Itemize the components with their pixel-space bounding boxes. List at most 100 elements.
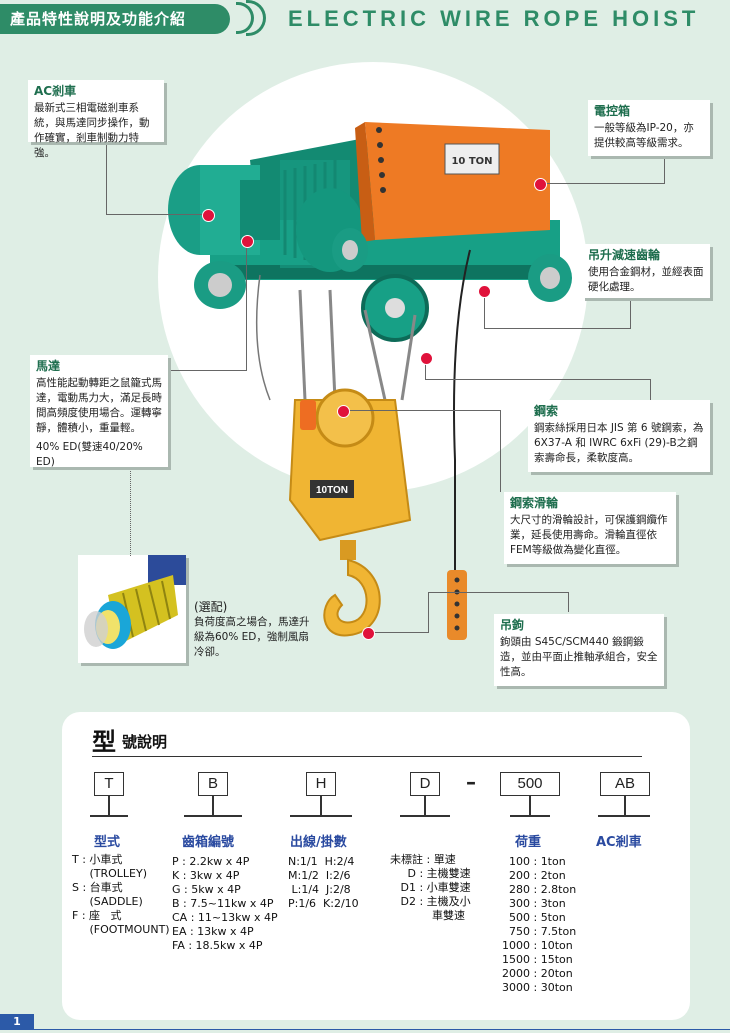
header-tab <box>0 4 230 34</box>
nameplate-text: 10 TON <box>451 156 492 167</box>
bracket-line <box>598 815 650 817</box>
connector-line <box>106 214 206 215</box>
connector-line <box>428 592 429 633</box>
connector-line <box>664 155 665 183</box>
connector-line <box>428 592 568 593</box>
callout-title: 吊升減速齒輪 <box>588 248 661 262</box>
option-image-frame <box>78 555 186 663</box>
bracket-line <box>290 815 352 817</box>
connector-line <box>484 328 630 329</box>
bracket-line <box>212 796 214 816</box>
connector-line <box>650 379 651 401</box>
model-col-list: P : 2.2kw x 4P K : 3kw x 4P G : 5kw x 4P… <box>172 855 278 952</box>
connector-line <box>630 296 631 329</box>
trolley-wheels <box>194 228 572 309</box>
callout-title: 鋼索滑輪 <box>510 496 559 510</box>
pendant-cable <box>453 249 471 570</box>
header-arc <box>246 0 266 36</box>
model-dash: – <box>466 770 476 794</box>
marker-dot <box>362 627 375 640</box>
page-number: 1 <box>0 1014 34 1030</box>
model-code-box: B <box>198 772 228 796</box>
footer-line <box>34 1029 730 1030</box>
marker-dot <box>420 352 433 365</box>
connector-line <box>425 357 426 379</box>
callout-ac-brake: AC剎車 最新式三相電磁剎車系統，與馬達同步操作，動作確實，剎車制動力特強。 <box>28 80 164 159</box>
wire-ropes <box>298 289 417 401</box>
model-col-head: 荷重 <box>515 835 542 850</box>
page-title: 產品特性說明及功能介紹 <box>10 10 187 28</box>
model-col-list: N:1/1 H:2/4 M:1/2 I:2/6 L:1/4 J:2/8 P:1/… <box>288 855 359 910</box>
bracket-line <box>529 796 531 816</box>
marker-dot <box>478 285 491 298</box>
hook-block-plate-text: 10TON <box>316 485 348 496</box>
callout-title: AC剎車 <box>34 84 77 98</box>
bracket-line <box>424 796 426 816</box>
model-code-box: H <box>306 772 336 796</box>
connector-line <box>484 290 485 328</box>
marker-dot <box>534 178 547 191</box>
callout-title: 馬達 <box>36 359 61 373</box>
callout-body: 高性能起動轉距之鼠籠式馬達，電動馬力大，滿足長時間高頻度使用場合。運轉寧靜，體積… <box>36 377 162 434</box>
nameplate <box>444 143 500 175</box>
connector-line <box>568 592 569 612</box>
callout-motor: 馬達 高性能起動轉距之鼠籠式馬達，電動馬力大，滿足長時間高頻度使用場合。運轉寧靜… <box>30 355 168 468</box>
callout-body: 一般等級為IP-20，亦提供較高等級需求。 <box>594 122 694 149</box>
callout-title: (選配) <box>194 600 228 614</box>
model-col-head: 型式 <box>94 835 121 850</box>
english-title: ELECTRIC WIRE ROPE HOIST <box>288 6 700 31</box>
marker-dot <box>241 235 254 248</box>
callout-hook: 吊鉤 鉤頭由 S45C/SCM440 鍛鋼鍛造，並由平面止推軸承組合，安全性高。 <box>494 614 664 686</box>
marker-dot <box>337 405 350 418</box>
callout-reduction-gear: 吊升減速齒輪 使用合金鋼材，並經表面硬化處理。 <box>582 244 710 298</box>
model-title-big: 型 <box>92 728 116 756</box>
bracket-line <box>624 796 626 816</box>
callout-rope-sheave: 鋼索滑輪 大尺寸的滑輪設計，可保護鋼纜作業，延長使用壽命。滑輪直徑依FEM等級做… <box>504 492 676 564</box>
callout-body: 鉤頭由 S45C/SCM440 鍛鋼鍛造，並由平面止推軸承組合，安全性高。 <box>500 636 658 678</box>
model-col-head: 齒箱編號 <box>182 835 235 850</box>
callout-body: 最新式三相電磁剎車系統，與馬達同步操作，動作確實，剎車制動力特強。 <box>34 102 150 159</box>
callout-title: 鋼索 <box>534 404 559 418</box>
connector-line <box>246 240 247 370</box>
connector-line <box>342 410 500 411</box>
model-col-list: 未標註 : 單速 D : 主機雙速 D1 : 小車雙速 D2 : 主機及小 車雙… <box>390 853 471 922</box>
bracket-line <box>184 815 242 817</box>
model-col-head: AC剎車 <box>596 835 642 850</box>
model-col-list: 100 : 1ton 200 : 2ton 280 : 2.8ton 300 :… <box>502 855 577 994</box>
bracket-line <box>90 815 128 817</box>
callout-body: 大尺寸的滑輪設計，可保護鋼纜作業，延長使用壽命。滑輪直徑依FEM等級做為變化直徑… <box>510 514 668 556</box>
connector-line <box>425 379 650 380</box>
option-motor-illustration <box>84 555 186 649</box>
limit-switch <box>300 400 316 430</box>
marker-dot <box>202 209 215 222</box>
callout-title: 電控箱 <box>594 104 631 118</box>
hook-block-plate <box>310 480 354 498</box>
model-col-head: 出線/掛數 <box>290 835 347 850</box>
callout-control-box: 電控箱 一般等級為IP-20，亦提供較高等級需求。 <box>588 100 710 156</box>
bracket-line <box>108 796 110 816</box>
callout-body: 使用合金鋼材，並經表面硬化處理。 <box>588 266 704 293</box>
callout-wire-rope: 鋼索 鋼索絲採用日本 JIS 第 6 號鋼索，為 6X37-A 和 IWRC 6… <box>528 400 710 472</box>
connector-line <box>106 140 107 215</box>
connector-line <box>500 410 501 492</box>
bracket-line <box>510 815 550 817</box>
hoist-illustration: 10 TON 10TON <box>168 122 572 640</box>
model-title: 號說明 <box>122 733 168 751</box>
bracket-line <box>400 815 450 817</box>
hook <box>323 558 381 637</box>
model-col-list: T : 小車式 (TROLLEY) S : 台車式 (SADDLE) F : 座… <box>72 853 170 936</box>
callout-body: 負荷度高之場合，馬達升級為60% ED，強制風扇冷卻。 <box>194 616 310 658</box>
connector-line <box>368 632 428 633</box>
connector-line <box>540 183 665 184</box>
model-title-rule <box>92 756 642 757</box>
connector-line <box>168 370 247 371</box>
callout-title: 吊鉤 <box>500 618 525 632</box>
callout-note: 40% ED(雙速40/20% ED) <box>36 441 143 468</box>
callout-option: (選配) 負荷度高之場合，馬達升級為60% ED，強制風扇冷卻。 <box>194 600 310 660</box>
bracket-line <box>320 796 322 816</box>
model-code-box: 500 <box>500 772 560 796</box>
model-code-box: T <box>94 772 124 796</box>
model-code-box: AB <box>600 772 650 796</box>
model-panel <box>62 712 690 1020</box>
model-code-box: D <box>410 772 440 796</box>
